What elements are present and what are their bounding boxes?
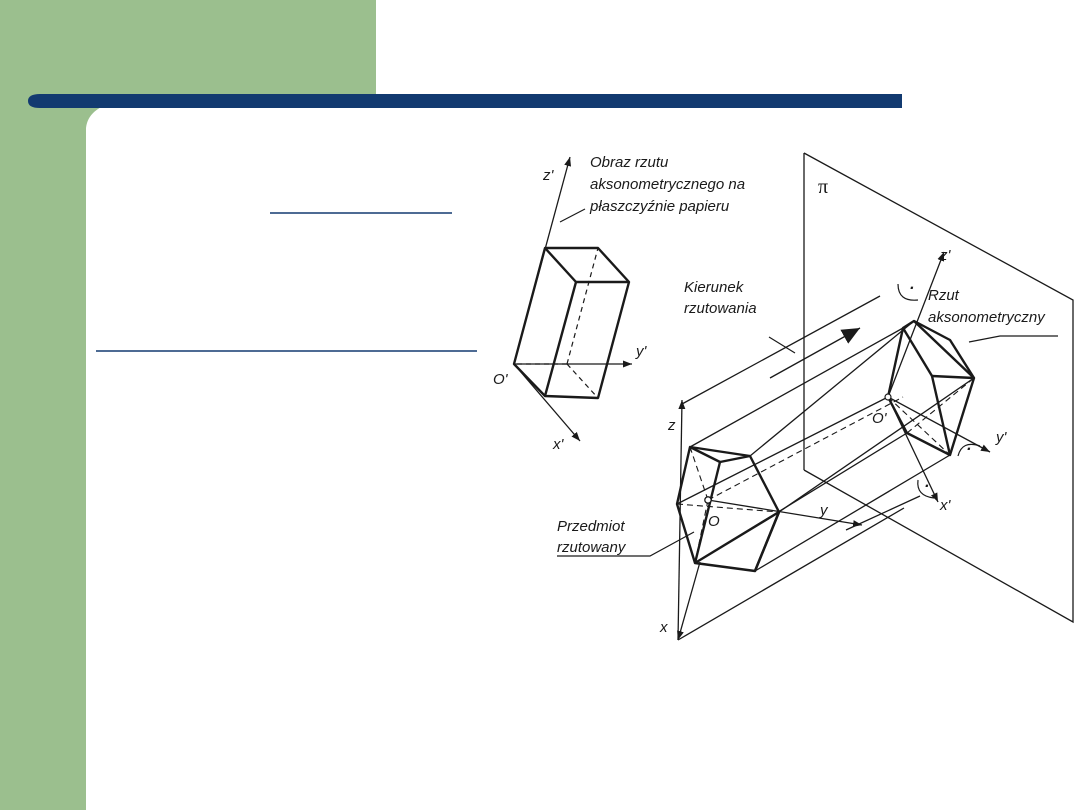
space-label-x: x: [659, 619, 668, 636]
plane-label-y: y': [995, 429, 1008, 446]
right-angle-dots: · · ·: [909, 280, 971, 495]
space-axis-x-ext: [677, 507, 905, 641]
paper-box: [512, 246, 631, 400]
svg-text:·: ·: [966, 441, 971, 458]
space-label-origin: O: [708, 513, 720, 530]
side-band: [0, 0, 86, 810]
plane-axis-z: [887, 251, 945, 398]
svg-text:Obraz rzutu: Obraz rzutu: [590, 154, 669, 171]
title-bar: [28, 94, 902, 108]
svg-text:·: ·: [909, 280, 914, 297]
plane-symbol: π: [818, 176, 828, 198]
plane-label-z: z': [939, 247, 952, 264]
plane-axes: [884, 251, 991, 503]
space-axis-y-ext: [845, 495, 921, 531]
svg-text:aksonometrycznego na: aksonometrycznego na: [590, 176, 745, 193]
projection-prism: [675, 319, 976, 573]
projection-plane: [803, 152, 1074, 624]
plane-label-x: x': [939, 497, 952, 514]
right-angle-markers: [897, 283, 981, 499]
paper-box-hidden: [514, 247, 599, 399]
paper-label-y: y': [635, 343, 648, 360]
space-axes: [677, 295, 921, 641]
space-axis-y: [707, 499, 863, 528]
space-label-y: y: [819, 502, 829, 519]
svg-text:Kierunek: Kierunek: [684, 279, 745, 296]
callout-paper-image: Obraz rzutu aksonometrycznego na płaszcz…: [589, 154, 745, 215]
plane-axis-y: [887, 396, 991, 453]
paper-label-x: x': [552, 436, 565, 453]
space-label-z: z: [667, 417, 676, 434]
space-axis-z: [677, 399, 686, 641]
space-axis-labels: z y x O: [659, 417, 829, 636]
callout-axonometric-projection: Rzut aksonometryczny: [928, 287, 1046, 326]
plane-axis-x: [887, 396, 939, 503]
space-axis-z-ext: [681, 295, 881, 405]
projection-direction-arrow: [769, 327, 861, 379]
space-axis-x: [677, 561, 701, 641]
plane-axis-labels: z' y' x' O': [872, 247, 1008, 514]
callout-projection-direction: Kierunek rzutowania: [684, 279, 757, 317]
svg-text:rzutowany: rzutowany: [557, 539, 627, 556]
paper-label-z: z': [542, 167, 555, 184]
paper-label-origin: O': [493, 371, 509, 388]
svg-text:·: ·: [924, 478, 929, 495]
svg-text:aksonometryczny: aksonometryczny: [928, 309, 1046, 326]
slide-decoration: [0, 0, 902, 810]
callout-leaders: [557, 208, 1058, 557]
text-underlines: [96, 212, 477, 352]
paper-axis-labels: z' y' x' O': [493, 167, 648, 453]
svg-text:Rzut: Rzut: [928, 287, 960, 304]
paper-image-figure: [512, 156, 632, 442]
svg-text:Przedmiot: Przedmiot: [557, 518, 625, 535]
svg-text:płaszczyźnie papieru: płaszczyźnie papieru: [589, 198, 730, 215]
plane-label-origin: O': [872, 410, 888, 427]
origin-point: [704, 496, 712, 504]
top-band: [0, 0, 376, 101]
svg-text:rzutowania: rzutowania: [684, 300, 757, 317]
callout-projected-object: Przedmiot rzutowany: [557, 518, 627, 556]
